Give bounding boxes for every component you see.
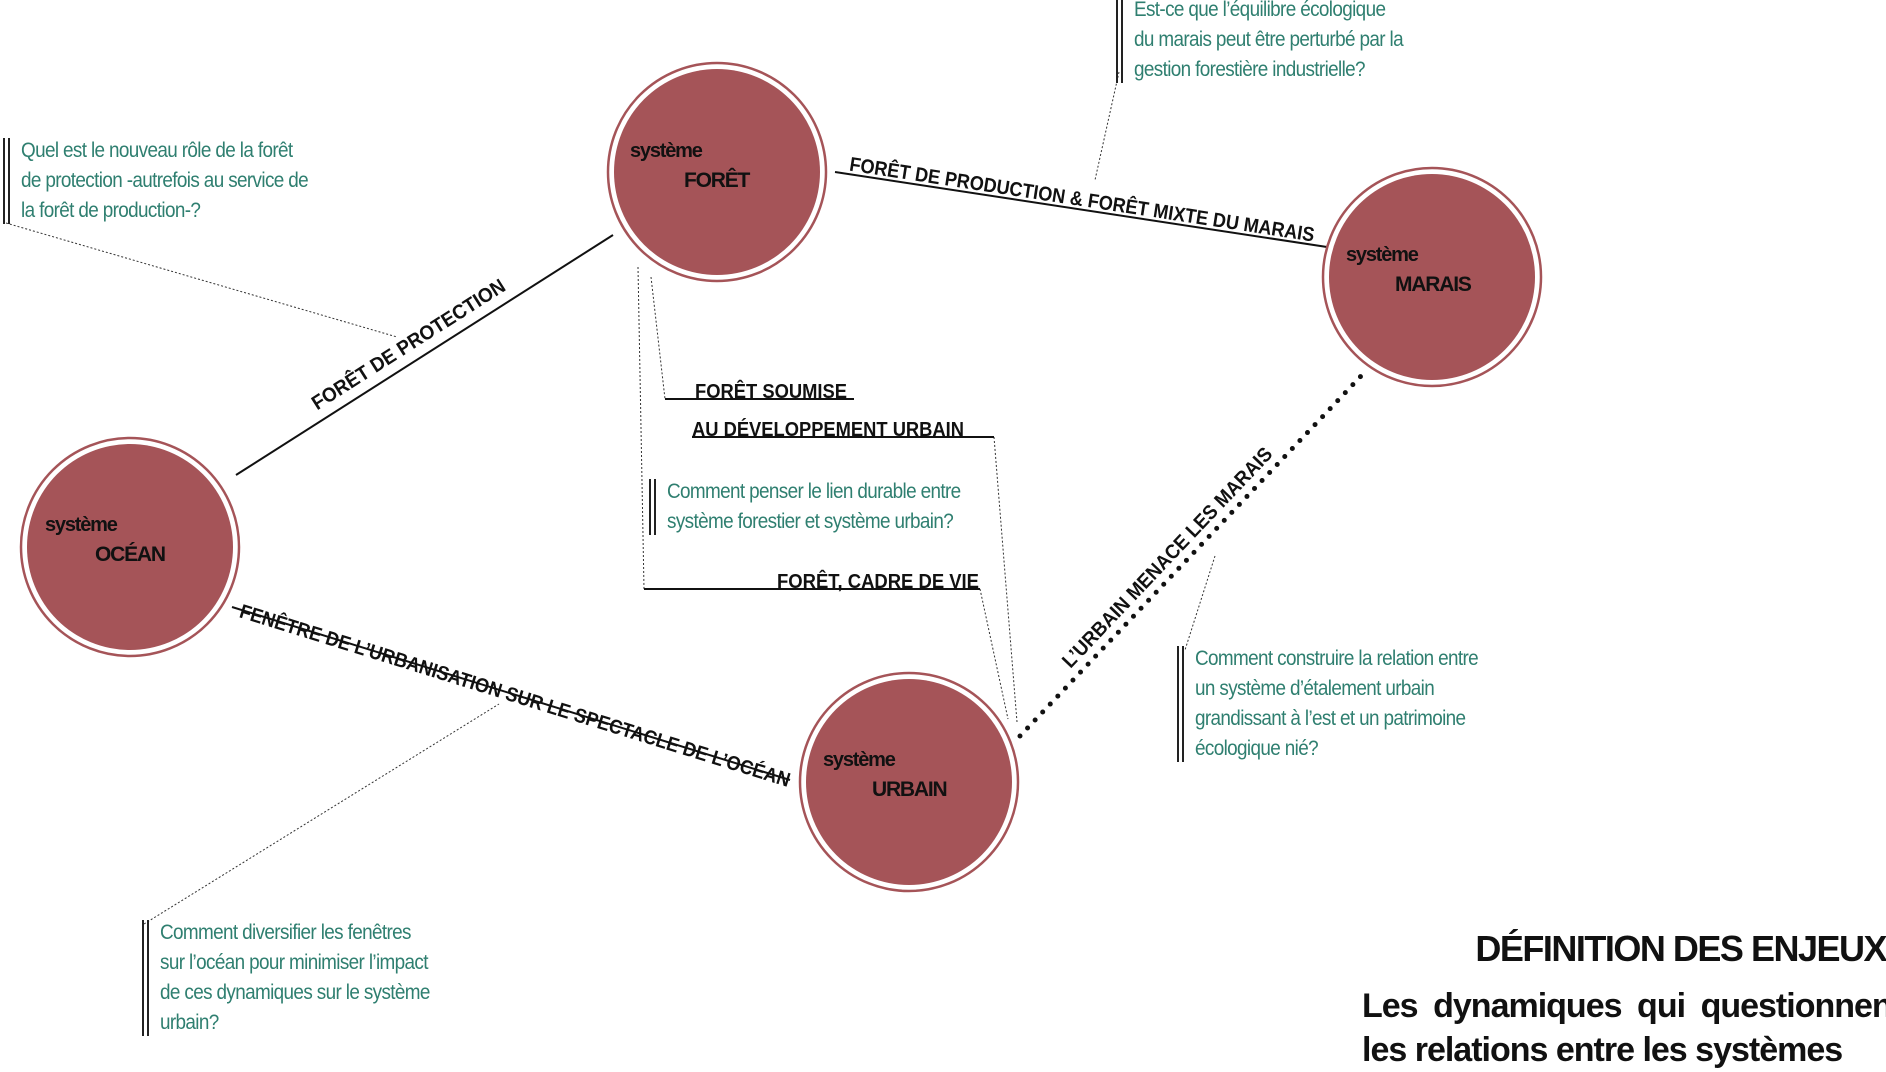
question-etalement: Comment construire la relation entre un … <box>1177 644 1509 764</box>
node-name: OCÉAN <box>95 543 165 566</box>
callout-line <box>1184 555 1216 651</box>
question-line: du marais peut être perturbé par la <box>1134 28 1404 51</box>
node-prefix: système <box>45 514 118 536</box>
subtitle-line: Les dynamiques qui questionnent <box>1362 987 1886 1025</box>
question-line: système forestier et système urbain? <box>667 510 954 533</box>
connector-line <box>637 266 645 590</box>
question-line: Est-ce que l’équilibre écologique <box>1134 0 1386 21</box>
callout-line <box>1094 71 1120 181</box>
node-prefix: système <box>823 749 896 771</box>
node-name: URBAIN <box>872 778 946 801</box>
page-title: DÉFINITION DES ENJEUX <box>1475 928 1886 969</box>
node-marais[interactable]: système MARAIS <box>1321 166 1543 388</box>
connector-line <box>979 588 1009 720</box>
question-line: de protection -autrefois au service de <box>21 169 309 192</box>
label-foret-cadre-de-vie: FORÊT, CADRE DE VIE <box>777 569 979 593</box>
question-fenetres: Comment diversifier les fenêtres sur l’o… <box>142 918 460 1038</box>
connector-line <box>650 276 666 400</box>
node-ocean[interactable]: système OCÉAN <box>19 436 241 658</box>
link-fenetre-line <box>231 606 791 781</box>
callout-line <box>5 222 398 338</box>
label-developpement-urbain: AU DÉVELOPPEMENT URBAIN <box>692 418 964 441</box>
question-protection: Quel est le nouveau rôle de la forêt de … <box>3 136 340 226</box>
link-production-line <box>834 171 1328 248</box>
link-menace-label: L’URBAIN MENACE LES MARAIS <box>1058 443 1277 672</box>
link-protection-line <box>235 234 614 476</box>
question-line: écologique nié? <box>1195 737 1319 760</box>
node-prefix: système <box>630 140 703 162</box>
node-urbain[interactable]: système URBAIN <box>798 671 1020 893</box>
callout-line <box>143 703 500 925</box>
node-name: MARAIS <box>1395 273 1472 296</box>
subtitle: Les dynamiques qui questionnent les rela… <box>1362 984 1886 1072</box>
question-line: Comment diversifier les fenêtres <box>160 921 411 944</box>
question-line: sur l’océan pour minimiser l’impact <box>160 951 428 974</box>
question-line: de ces dynamiques sur le système <box>160 981 430 1004</box>
question-lien: Comment penser le lien durable entre sys… <box>649 477 993 537</box>
link-production-label: FORÊT DE PRODUCTION & FORÊT MIXTE DU MAR… <box>848 152 1316 247</box>
question-line: la forêt de production-? <box>21 199 201 222</box>
connector-line <box>993 436 1018 723</box>
question-line: Quel est le nouveau rôle de la forêt <box>21 139 293 162</box>
node-prefix: système <box>1346 244 1419 266</box>
node-foret[interactable]: système FORÊT <box>606 61 828 283</box>
question-marais: Est-ce que l’équilibre écologique du mar… <box>1116 0 1433 85</box>
link-protection-label: FORÊT DE PROTECTION <box>307 274 510 415</box>
question-line: gestion forestière industrielle? <box>1134 58 1366 81</box>
link-fenetre-label: FENÊTRE DE L’URBANISATION SUR LE SPECTAC… <box>237 599 793 792</box>
question-line: Comment construire la relation entre <box>1195 647 1479 670</box>
question-line: grandissant à l’est et un patrimoine <box>1195 707 1466 730</box>
question-line: urbain? <box>160 1011 219 1034</box>
subtitle-line: les relations entre les systèmes <box>1362 1031 1843 1069</box>
label-foret-soumise: FORÊT SOUMISE <box>695 379 847 403</box>
node-name: FORÊT <box>684 168 751 192</box>
question-line: un système d’étalement urbain <box>1195 677 1435 700</box>
question-line: Comment penser le lien durable entre <box>667 480 961 503</box>
